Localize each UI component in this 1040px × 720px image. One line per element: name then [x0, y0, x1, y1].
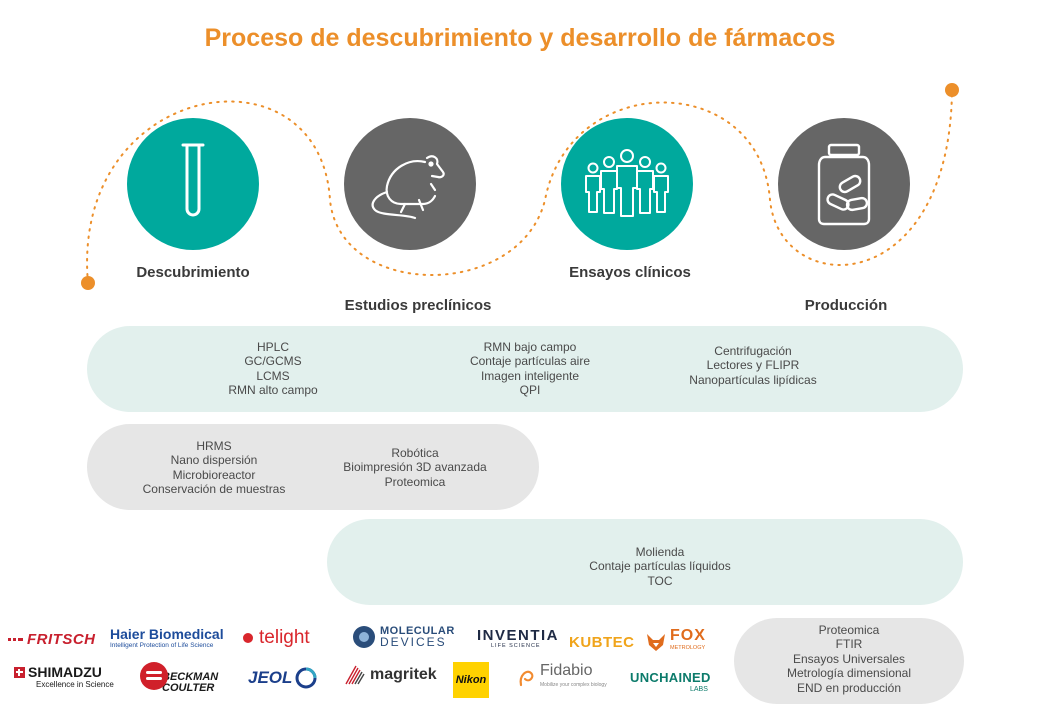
- magritek-logo: magritek: [344, 664, 437, 686]
- kubtec-logo: KUBTEC: [569, 634, 635, 651]
- band1-col1-list: HPLC GC/GCMS LCMS RMN alto campo: [228, 340, 318, 398]
- stage-circle-ensayos: [561, 118, 693, 250]
- fritsch-logo: FRITSCH: [8, 628, 96, 650]
- band3-col1-list: Molienda Contaje partículas líquidos TOC: [589, 545, 731, 588]
- stage-label-preclinicos: Estudios preclínicos: [344, 297, 492, 314]
- telight-logo: telight: [243, 627, 310, 649]
- molecular-devices-logo: MOLECULAR DEVICES: [353, 626, 455, 648]
- stage-label-produccion: Producción: [804, 297, 888, 314]
- stage-circle-preclinicos: [344, 118, 476, 250]
- fox-metrology-logo: FOX METROLOGY: [645, 628, 706, 654]
- pill-bottle-icon: [817, 143, 871, 226]
- flow-start-dot: [81, 276, 95, 290]
- beckman-coulter-logo: BECKMAN COULTER: [140, 658, 218, 694]
- band2-col2-list: Robótica Bioimpresión 3D avanzada Proteo…: [343, 446, 487, 489]
- test-tube-icon: [181, 143, 205, 217]
- flow-end-dot: [945, 83, 959, 97]
- inventia-logo: INVENTIA LIFE SCIENCE: [477, 627, 560, 649]
- technique-band-4: [734, 618, 964, 704]
- jeol-swirl-icon: [295, 667, 317, 689]
- magritek-lines-icon: [345, 665, 365, 685]
- band1-col3-list: Centrifugación Lectores y FLIPR Nanopart…: [689, 344, 817, 387]
- unchained-labs-logo: UNCHAINED LABS: [630, 670, 711, 693]
- technique-band-2: [87, 424, 539, 510]
- fox-head-icon: [647, 634, 665, 651]
- haier-biomedical-logo: Haier Biomedical Intelligent Protection …: [110, 626, 224, 649]
- stage-label-ensayos: Ensayos clínicos: [569, 264, 691, 281]
- people-group-icon: [585, 149, 669, 217]
- fidabio-logo: Fidabio Mobilize your complex biology: [517, 663, 607, 692]
- stage-circle-produccion: [778, 118, 910, 250]
- band1-col2-list: RMN bajo campo Contaje partículas aire I…: [469, 340, 591, 398]
- technique-band-3: [327, 519, 963, 605]
- shimadzu-logo: SHIMADZU Excellence in Science: [14, 664, 114, 689]
- nikon-logo: Nikon: [453, 662, 489, 698]
- technique-band-1: [87, 326, 963, 412]
- mouse-icon: [371, 155, 445, 220]
- jeol-logo: JEOL: [248, 666, 318, 690]
- band2-col1-list: HRMS Nano dispersión Microbioreactor Con…: [142, 439, 286, 497]
- stage-circle-descubrimiento: [127, 118, 259, 250]
- band4-col1-list: Proteomica FTIR Ensayos Universales Metr…: [786, 623, 912, 695]
- fidabio-mark-icon: [519, 670, 534, 687]
- page-title: Proceso de descubrimiento y desarrollo d…: [204, 24, 836, 52]
- stage-label-descubrimiento: Descubrimiento: [136, 264, 250, 281]
